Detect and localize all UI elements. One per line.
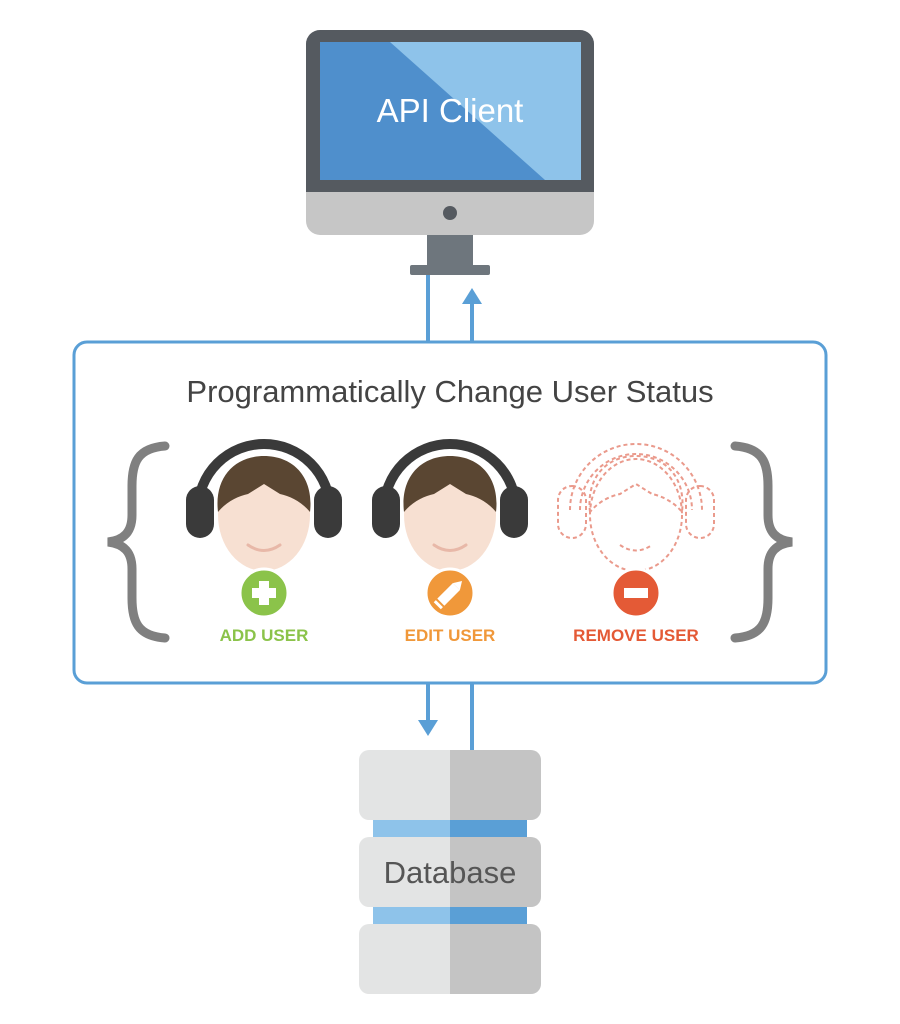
connector-bottom xyxy=(418,683,474,750)
left-brace-icon xyxy=(107,441,170,643)
arrow-up-icon xyxy=(462,288,482,304)
database-label: Database xyxy=(384,855,517,890)
hair xyxy=(217,456,311,512)
smile xyxy=(432,543,468,552)
db-disk-2 xyxy=(359,837,541,907)
pencil-glyph xyxy=(433,580,463,610)
add-user-avatar: ADD USER xyxy=(186,439,342,645)
headset-right-earcup xyxy=(314,486,342,538)
smile-outline xyxy=(619,544,653,552)
power-button-icon xyxy=(443,206,457,220)
hair xyxy=(403,456,497,512)
db-band-1-dark xyxy=(450,818,527,839)
monitor-screen xyxy=(320,42,581,180)
db-disk-1 xyxy=(359,750,541,820)
add-user-label: ADD USER xyxy=(220,626,309,645)
panel-title: Programmatically Change User Status xyxy=(186,374,713,409)
connector-top xyxy=(426,275,482,342)
headset-band-inner xyxy=(579,453,693,511)
arrow-down-icon xyxy=(418,720,438,736)
headset-band-icon xyxy=(193,439,335,511)
headset-left-earcup xyxy=(186,486,214,538)
headset-band-icon xyxy=(379,439,521,511)
headset-band-icon xyxy=(569,443,703,511)
headset-left-earcup xyxy=(557,485,587,539)
headset-right-earcup xyxy=(500,486,528,538)
db-disk-3 xyxy=(359,924,541,994)
headset-right-earcup xyxy=(685,485,715,539)
api-client-label: API Client xyxy=(377,92,524,129)
api-client-monitor: API Client xyxy=(306,30,594,275)
headset-left-earcup xyxy=(372,486,400,538)
hair-outline xyxy=(588,454,684,515)
edit-user-label: EDIT USER xyxy=(405,626,496,645)
remove-user-avatar: REMOVE USER xyxy=(557,443,715,645)
remove-user-label: REMOVE USER xyxy=(573,626,699,645)
right-brace-icon xyxy=(730,441,793,643)
edit-user-avatar: EDIT USER xyxy=(372,439,528,645)
plus-icon-v xyxy=(259,581,269,605)
status-change-panel: Programmatically Change User Status ADD … xyxy=(72,340,828,685)
db-band-2-dark xyxy=(450,905,527,926)
database-icon: Database xyxy=(359,750,541,994)
smile xyxy=(246,543,282,552)
minus-icon-bar xyxy=(624,588,648,598)
monitor-neck xyxy=(427,235,473,265)
monitor-stand xyxy=(410,265,490,275)
